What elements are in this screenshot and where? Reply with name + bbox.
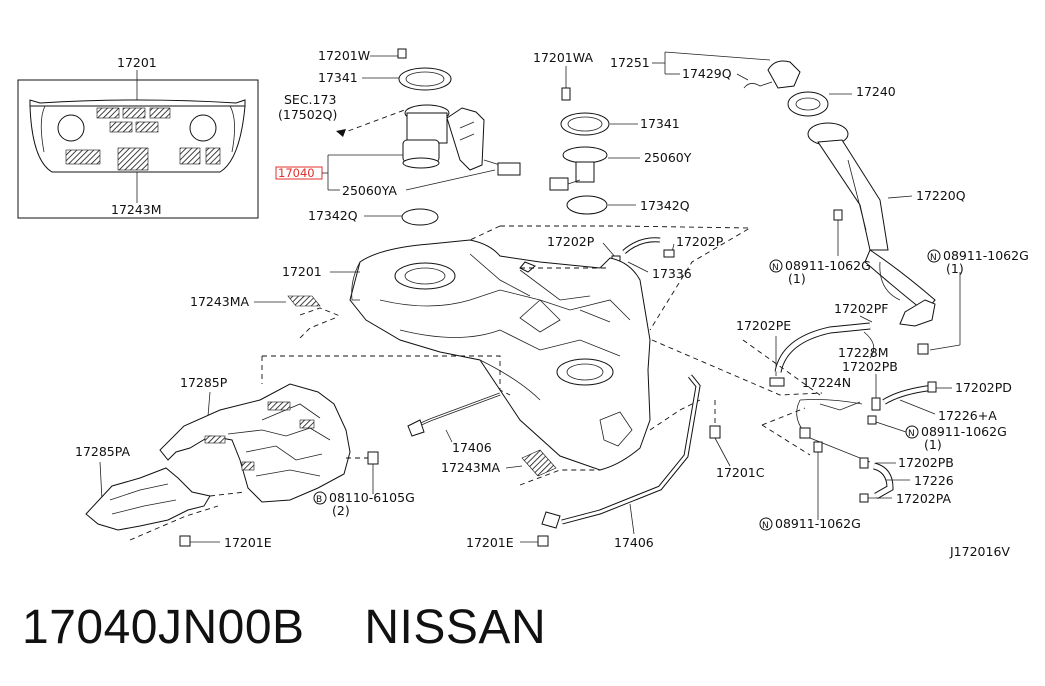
label-17406-mid: 17406 [452, 440, 492, 455]
label-17202p-a: 17202P [547, 234, 595, 249]
label-17202pa: 17202PA [896, 491, 952, 506]
label-n3-code: 08911-1062G [921, 424, 1007, 439]
label-n1-code: 08911-1062G [785, 258, 871, 273]
label-n4-code: 08911-1062G [775, 516, 861, 531]
oring-17342q-right [566, 195, 608, 215]
label-17243ma-top: 17243MA [190, 294, 250, 309]
diagram-code: J172016V [949, 544, 1010, 559]
label-17240: 17240 [856, 84, 896, 99]
fuel-tank-17201: 17201 [282, 225, 823, 486]
tank-straps-17406: 17406 17406 17201E 17201C [407, 374, 765, 550]
label-sec-173: SEC.173 [284, 92, 336, 107]
label-n2-code: 08911-1062G [943, 248, 1029, 263]
label-sec-17502q: (17502Q) [278, 107, 337, 122]
lock-ring-17341-right [560, 112, 610, 136]
label-inset-title: 17201 [117, 55, 157, 70]
label-17285pa: 17285PA [75, 444, 131, 459]
label-25060y: 25060Y [644, 150, 692, 165]
label-17224n: 17224N [802, 375, 851, 390]
label-17341-right: 17341 [640, 116, 680, 131]
marker-n-4 [759, 517, 773, 531]
label-17342q-right: 17342Q [640, 198, 690, 213]
label-b-qty: (2) [332, 503, 350, 518]
label-17201e-left: 17201E [224, 535, 272, 550]
label-b-code: 08110-6105G [329, 490, 415, 505]
oring-17342q-left [401, 208, 439, 226]
marker-n-3 [905, 425, 919, 439]
label-17202pe: 17202PE [736, 318, 791, 333]
label-17202pd: 17202PD [955, 380, 1012, 395]
footer-caption: 17040JN00B NISSAN [22, 600, 546, 655]
tank-port-right [556, 358, 614, 386]
label-17202pb-top: 17202PB [842, 359, 898, 374]
label-17342q-left: 17342Q [308, 208, 358, 223]
label-25060ya: 25060YA [342, 183, 397, 198]
label-17336: 17336 [652, 266, 692, 281]
heat-shield-17285pa: 17285PA 17201E [75, 444, 272, 550]
breather-hose-group: 17202P 17202P 17336 17202PF 17202PE 1722… [547, 234, 1012, 531]
label-17202pb-bot: 17202PB [898, 455, 954, 470]
inset-17201: 17201 17243M [17, 55, 259, 219]
brand-name: NISSAN [364, 601, 547, 654]
label-17228m: 17228M [838, 345, 889, 360]
svg-text:N: N [762, 521, 769, 531]
label-17201w: 17201W [318, 48, 370, 63]
label-n2-qty: (1) [946, 261, 964, 276]
lock-ring-17341 [398, 67, 452, 91]
label-17226a: 17226+A [938, 408, 997, 423]
pad-17243ma-bottom: 17243MA [441, 449, 557, 477]
filler-neck-group: 17251 17429Q 17240 17220Q N 08911-1062G … [610, 51, 1029, 355]
float-arm [497, 162, 521, 176]
sender-bracket [446, 107, 485, 171]
fuel-cap [767, 60, 801, 89]
label-17429q: 17429Q [682, 66, 732, 81]
label-17220q: 17220Q [916, 188, 966, 203]
label-17251: 17251 [610, 55, 650, 70]
bolt-b-group: B 08110-6105G (2) [313, 451, 415, 518]
label-17201wa: 17201WA [533, 50, 593, 65]
tank-port-left [394, 262, 456, 290]
svg-text:B: B [316, 495, 322, 505]
label-17201e-right: 17201E [466, 535, 514, 550]
svg-text:N: N [930, 253, 937, 263]
label-17243ma-bot: 17243MA [441, 460, 501, 475]
label-17285p: 17285P [180, 375, 228, 390]
label-17226: 17226 [914, 473, 954, 488]
marker-n-1 [769, 259, 783, 273]
svg-text:N: N [772, 263, 779, 273]
label-n3-qty: (1) [924, 437, 942, 452]
bolt-17201wa [561, 87, 571, 101]
label-17201c: 17201C [716, 465, 765, 480]
marker-n-2 [927, 249, 941, 263]
right-pump-group: 17201WA 17341 25060Y 17342Q [533, 50, 692, 215]
marker-b [313, 491, 327, 505]
label-17341-left: 17341 [318, 70, 358, 85]
pad-17243ma-top: 17243MA [190, 294, 341, 317]
label-17243m: 17243M [111, 202, 162, 217]
label-n1-qty: (1) [788, 271, 806, 286]
filler-tube-17220q [817, 139, 889, 251]
heat-shield-17285p: 17285P [159, 355, 511, 503]
left-pump-group: 17201W 17341 SEC.173 (17502Q) 17040 2506… [275, 48, 521, 226]
label-17202pf: 17202PF [834, 301, 889, 316]
label-17201-tank: 17201 [282, 264, 322, 279]
bolt-17201w [397, 48, 407, 59]
sender-unit-25060y [562, 146, 608, 164]
filler-ring-17240 [787, 91, 829, 117]
svg-text:N: N [908, 429, 915, 439]
label-17040-highlight: 17040 [278, 166, 315, 180]
inset-frame [17, 79, 259, 219]
label-17202p-b: 17202P [676, 234, 724, 249]
label-17406-bot: 17406 [614, 535, 654, 550]
part-number: 17040JN00B [22, 601, 305, 654]
